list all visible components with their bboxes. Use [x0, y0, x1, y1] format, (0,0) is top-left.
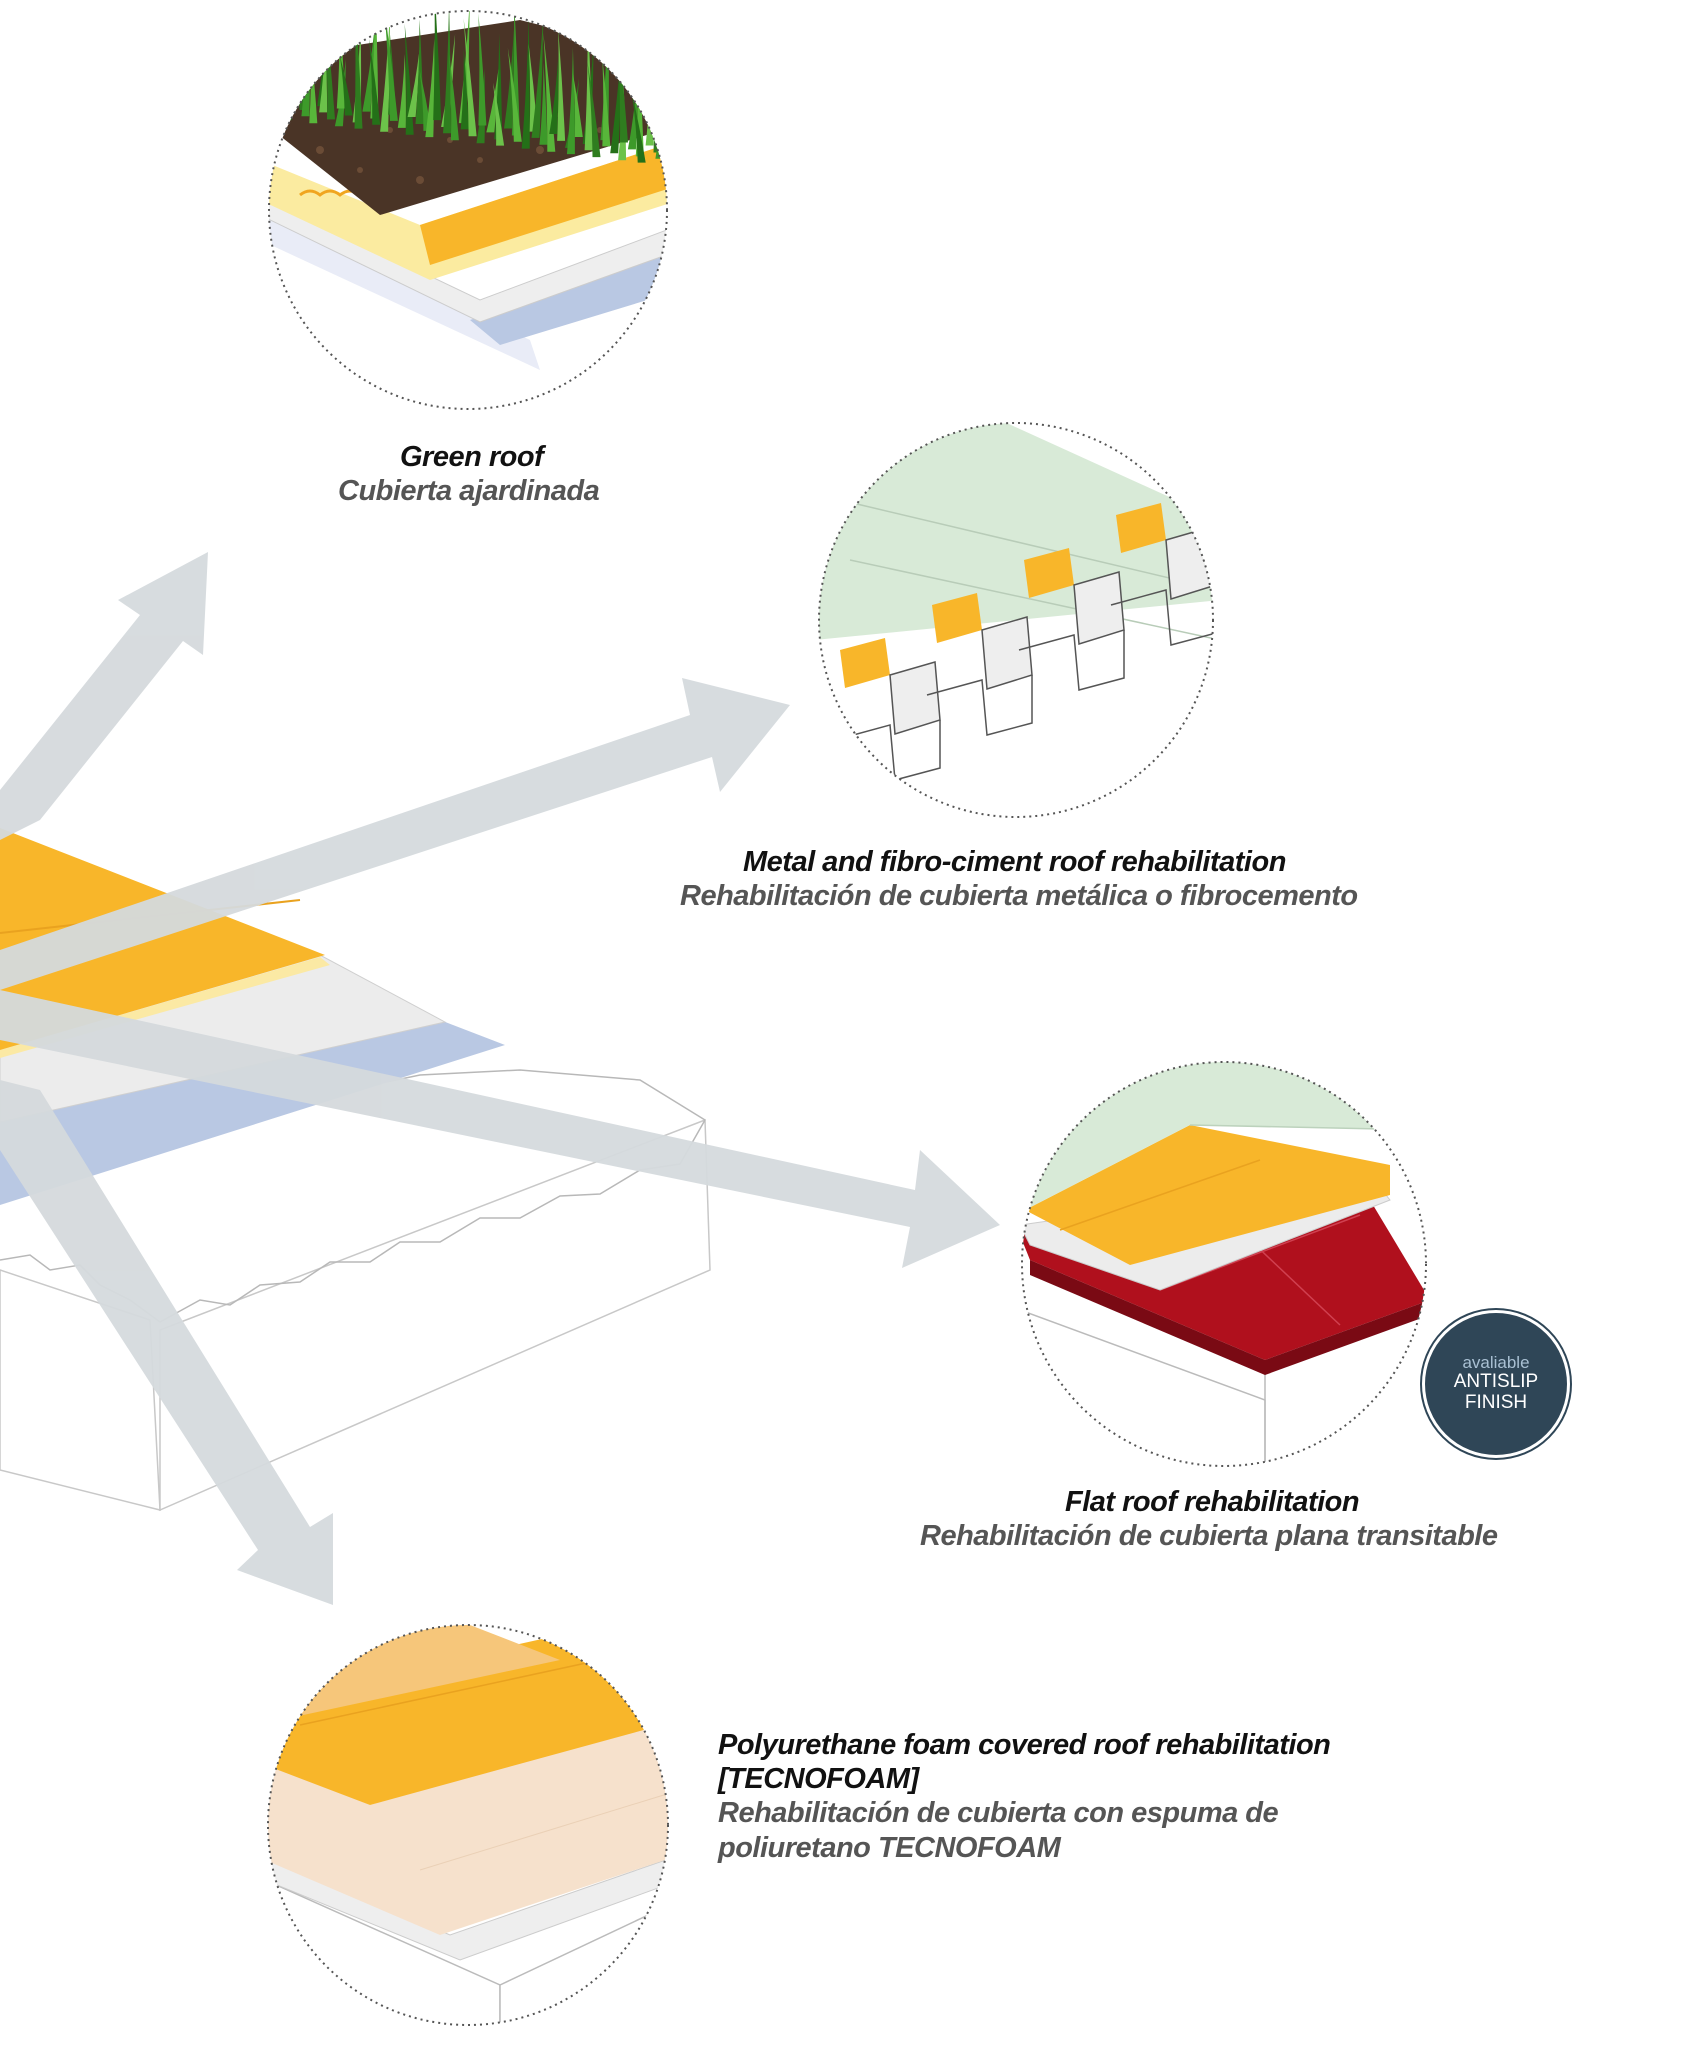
- caption-pu-roof-es-2: poliuretano TECNOFOAM: [718, 1831, 1061, 1864]
- grass-blade: [478, 13, 487, 126]
- grass-blade: [655, 56, 667, 159]
- grass-blade: [448, 53, 459, 141]
- caption-green-roof-en: Green roof: [400, 441, 544, 473]
- caption-pu-roof: Polyurethane foam covered roof rehabilit…: [718, 1728, 1331, 1865]
- grass-blade: [493, 82, 505, 146]
- caption-metal-roof-es: Rehabilitación de cubierta metálica o fi…: [680, 880, 1358, 913]
- insulation-block: [1208, 458, 1213, 508]
- grass-blade: [539, 62, 548, 145]
- caption-flat-roof: Flat roof rehabilitation Rehabilitación …: [920, 1485, 1498, 1553]
- grass-blade: [486, 63, 500, 133]
- grass-blade: [587, 62, 601, 158]
- flat-roof-detail: [1021, 1061, 1427, 1467]
- caption-pu-roof-en-1: Polyurethane foam covered roof rehabilit…: [718, 1729, 1331, 1761]
- badge-line-1: avaliable: [1462, 1352, 1530, 1372]
- board-layer: [0, 1020, 505, 1205]
- antislip-badge: avaliable ANTISLIP FINISH: [1422, 1310, 1570, 1458]
- grass-blade: [572, 73, 583, 138]
- grass-blade: [458, 11, 470, 124]
- caption-pu-roof-es-1: Rehabilitación de cubierta con espuma de: [718, 1797, 1279, 1830]
- grass-blade: [273, 11, 283, 107]
- insulation-layer: [0, 828, 325, 1050]
- grass-blade: [460, 48, 469, 130]
- metal-roof-detail: [818, 422, 1308, 818]
- grass-blade: [521, 17, 530, 149]
- caption-metal-roof-en: Metal and fibro-ciment roof rehabilitati…: [743, 846, 1286, 878]
- grass-blade: [415, 18, 424, 124]
- grass-blade: [463, 18, 477, 137]
- grass-blade: [602, 57, 611, 147]
- grass-blade: [380, 11, 391, 132]
- grass-blade: [549, 57, 559, 134]
- grass-blade: [407, 48, 420, 117]
- insulation-block: [1024, 548, 1074, 598]
- caption-flat-roof-en: Flat roof rehabilitation: [1065, 1486, 1360, 1518]
- grass-blade: [269, 40, 274, 100]
- caption-metal-roof: Metal and fibro-ciment roof rehabilitati…: [680, 845, 1358, 913]
- corrugation-edge: [1110, 585, 1213, 646]
- grass-blade: [425, 38, 435, 138]
- grass-blade: [557, 27, 566, 141]
- badge-line-3: FINISH: [1464, 1392, 1528, 1414]
- corrugation-face: [1258, 482, 1308, 554]
- grass-blade: [443, 11, 451, 134]
- grass-blade: [283, 29, 296, 121]
- corrugation-edge: [1018, 630, 1125, 691]
- caption-green-roof: Green roof Cubierta ajardinada: [338, 440, 600, 508]
- grass-blade: [291, 11, 300, 104]
- green-roof-detail: [268, 10, 668, 410]
- grass-blade: [584, 12, 593, 151]
- grass-blade: [433, 11, 442, 121]
- grass-blade: [334, 59, 346, 127]
- caption-green-roof-es: Cubierta ajardinada: [338, 475, 600, 508]
- grass-blade: [301, 11, 311, 117]
- grass-blade: [339, 54, 353, 116]
- grass-blade: [507, 47, 522, 142]
- block-arrow-icon: [0, 552, 1000, 1605]
- caption-flat-roof-es: Rehabilitación de cubierta plana transit…: [920, 1520, 1498, 1553]
- grass-blade: [397, 53, 406, 128]
- grass-blade: [627, 72, 638, 150]
- insulation-block: [1116, 503, 1166, 553]
- corrugation-edge: [926, 675, 1033, 736]
- grass-blade: [504, 28, 514, 129]
- grass-blade: [383, 11, 398, 121]
- grass-blade: [631, 91, 646, 163]
- caption-pu-roof-en-2: [TECNOFOAM]: [718, 1763, 919, 1796]
- grass-blade: [531, 12, 544, 138]
- grass-blade: [280, 11, 290, 114]
- pu-foam-detail: [267, 1624, 669, 2026]
- insulation-block: [932, 593, 982, 643]
- corrugation-edge: [1202, 540, 1213, 601]
- grass-blade: [269, 11, 280, 101]
- insulation-block: [840, 638, 890, 688]
- grass-blade: [273, 11, 283, 107]
- badge-line-2: ANTISLIP: [1453, 1371, 1539, 1393]
- grass-blade: [663, 26, 667, 166]
- grass-blade: [369, 38, 381, 125]
